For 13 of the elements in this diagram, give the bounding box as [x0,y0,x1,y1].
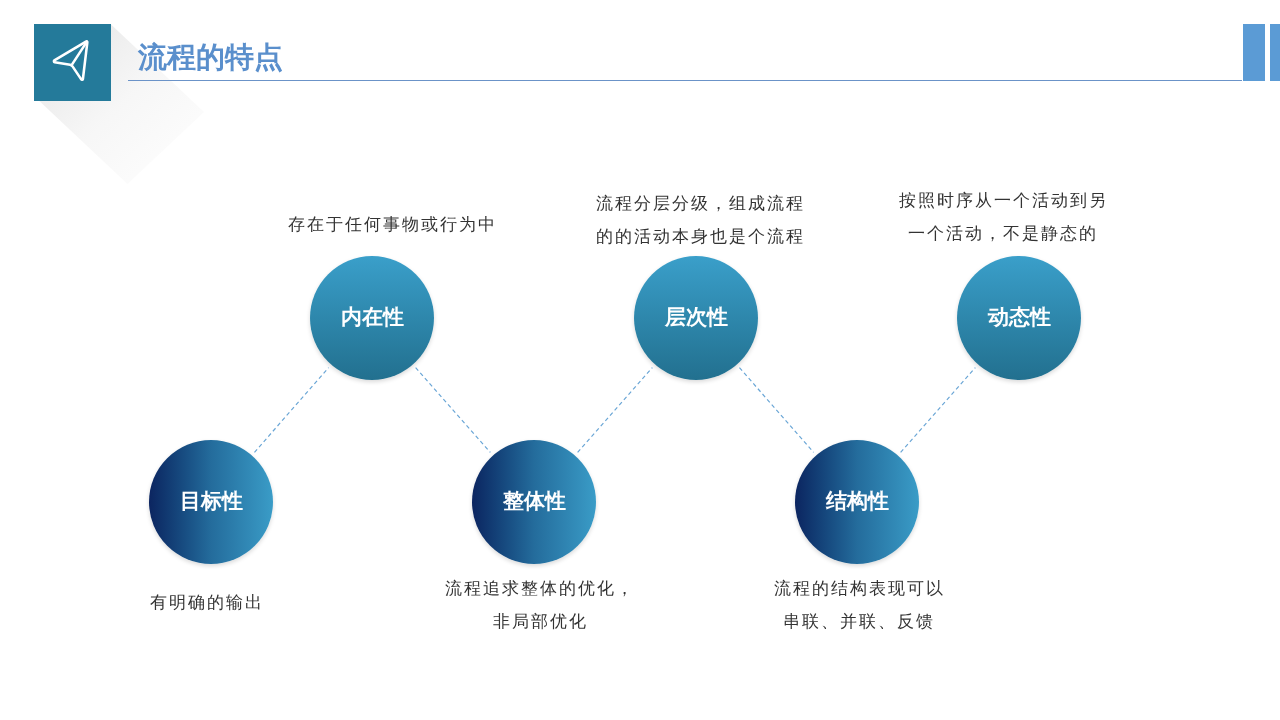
description-text: 按照时序从一个活动到另一个活动，不是静态的 [897,189,1109,245]
node-label: 目标性 [179,488,243,516]
description-text: 存在于任何事物或行为中 [286,213,498,236]
page-title: 流程的特点 [138,39,283,76]
node-label: 层次性 [664,304,728,332]
node-label: 整体性 [502,488,566,516]
node-label: 结构性 [825,488,889,516]
description-text: 流程的结构表现可以串联、并联、反馈 [772,577,946,633]
node-label: 内在性 [340,304,404,332]
description-text: 流程追求整体的优化，非局部优化 [444,577,636,633]
description-text: 有明确的输出 [150,591,265,614]
node-label: 动态性 [987,304,1051,332]
description-text: 流程分层分级，组成流程的的活动本身也是个流程 [594,192,806,248]
